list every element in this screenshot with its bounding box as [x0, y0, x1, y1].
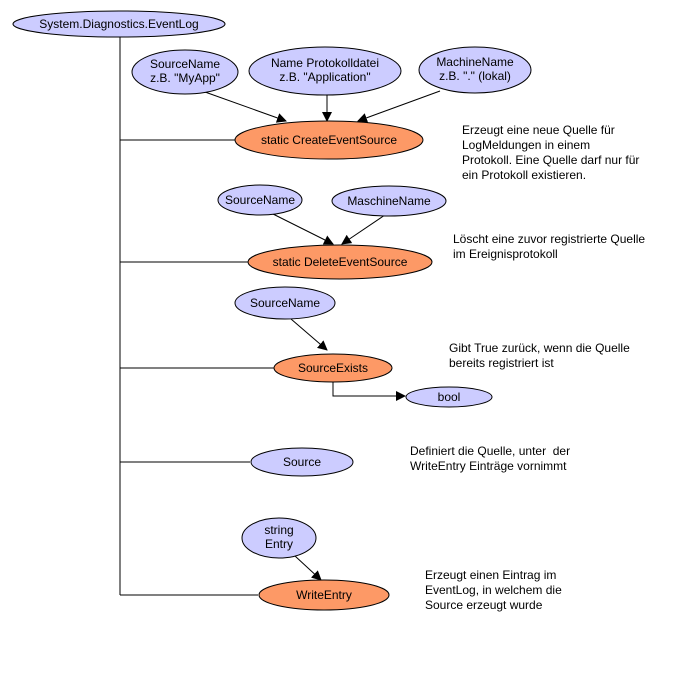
- delete-param-maschinename: MaschineName: [331, 185, 447, 217]
- arrow-maschinename-to-delete: [341, 214, 386, 245]
- create-param-sourcename-line1: SourceName: [150, 57, 220, 71]
- write-entry-label: WriteEntry: [296, 588, 352, 602]
- create-event-source-label: static CreateEventSource: [261, 133, 397, 147]
- description-line: ein Protokoll existieren.: [462, 168, 587, 182]
- arrow-exists-to-bool: [332, 381, 406, 401]
- description-line: EventLog, in welchem die: [425, 583, 562, 597]
- delete-param-maschinename-label: MaschineName: [347, 194, 431, 208]
- connector-lines: [119, 37, 274, 596]
- create-param-logfile-line1: Name Protokolldatei: [271, 56, 379, 70]
- arrow-machinename-to-create: [357, 90, 441, 123]
- write-param-entry-line1: string: [264, 523, 293, 537]
- arrow-sourcename-to-create: [204, 91, 287, 123]
- write-entry-description: Erzeugt einen Eintrag im EventLog, in we…: [425, 568, 562, 613]
- source-property-ellipse: [250, 447, 354, 477]
- description-line: Erzeugt einen Eintrag im: [425, 568, 557, 582]
- returns-bool-node: bool: [405, 386, 493, 408]
- description-line: im Ereignisprotokoll: [453, 247, 558, 261]
- description-line: Gibt True zurück, wenn die Quelle: [449, 341, 630, 355]
- create-param-machinename: MachineName z.B. "." (lokal): [418, 46, 532, 94]
- exists-param-sourcename: SourceName: [234, 286, 336, 320]
- description-line: bereits registriert ist: [449, 356, 554, 370]
- create-param-sourcename: SourceName z.B. "MyApp": [131, 49, 239, 95]
- create-param-machinename-ellipse: [418, 46, 532, 94]
- delete-event-source-ellipse: [247, 244, 433, 280]
- delete-event-source-node: static DeleteEventSource: [247, 244, 433, 280]
- write-entry-node: WriteEntry: [258, 579, 390, 611]
- delete-param-maschinename-ellipse: [331, 185, 447, 217]
- create-param-machinename-line1: MachineName: [436, 55, 514, 69]
- description-line: Erzeugt eine neue Quelle für: [462, 123, 615, 137]
- description-line: Protokoll. Eine Quelle darf nur für: [462, 153, 640, 167]
- description-line: WriteEntry Einträge vornimmt: [410, 459, 567, 473]
- create-param-logfile-line2: z.B. "Application": [279, 70, 370, 84]
- arrow-entry-to-write: [294, 555, 322, 581]
- delete-event-source-label: static DeleteEventSource: [273, 255, 408, 269]
- create-event-source-node: static CreateEventSource: [234, 120, 424, 160]
- exists-param-sourcename-label: SourceName: [250, 296, 320, 310]
- source-exists-label: SourceExists: [298, 361, 368, 375]
- delete-param-sourcename-ellipse: [217, 184, 303, 216]
- exists-param-sourcename-ellipse: [234, 286, 336, 320]
- write-param-entry: string Entry: [241, 517, 317, 559]
- delete-param-sourcename-label: SourceName: [225, 193, 295, 207]
- returns-bool-label: bool: [438, 390, 461, 404]
- source-exists-description: Gibt True zurück, wenn die Quelle bereit…: [449, 341, 630, 371]
- root-label: System.Diagnostics.EventLog: [39, 17, 198, 31]
- description-line: Löscht eine zuvor registrierte Quelle: [453, 232, 646, 246]
- write-param-entry-line2: Entry: [265, 537, 293, 551]
- source-property-label: Source: [283, 455, 321, 469]
- description-line: Definiert die Quelle, unter der: [410, 444, 571, 458]
- root-node: System.Diagnostics.EventLog: [12, 10, 226, 38]
- source-property-node: Source: [250, 447, 354, 477]
- arrow-sourcename-to-delete: [272, 213, 334, 245]
- create-param-sourcename-ellipse: [131, 49, 239, 95]
- delete-param-sourcename: SourceName: [217, 184, 303, 216]
- create-event-source-ellipse: [234, 120, 424, 160]
- create-param-logfile-ellipse: [248, 46, 402, 96]
- create-param-machinename-line2: z.B. "." (lokal): [439, 69, 511, 83]
- source-exists-node: SourceExists: [273, 353, 393, 383]
- source-exists-ellipse: [273, 353, 393, 383]
- create-param-sourcename-line2: z.B. "MyApp": [150, 71, 220, 85]
- arrows: [204, 90, 441, 581]
- write-param-entry-ellipse: [241, 517, 317, 559]
- delete-event-source-description: Löscht eine zuvor registrierte Quelle im…: [453, 232, 645, 262]
- arrow-sourcename-to-exists: [290, 318, 328, 351]
- description-line: LogMeldungen in einem: [462, 138, 591, 152]
- write-entry-ellipse: [258, 579, 390, 611]
- description-line: Source erzeugt wurde: [425, 598, 543, 612]
- root-ellipse: [12, 10, 226, 38]
- returns-bool-ellipse: [405, 386, 493, 408]
- create-event-source-description: Erzeugt eine neue Quelle für LogMeldunge…: [462, 123, 639, 183]
- source-description: Definiert die Quelle, unter der WriteEnt…: [410, 444, 570, 474]
- create-param-logfile: Name Protokolldatei z.B. "Application": [248, 46, 402, 96]
